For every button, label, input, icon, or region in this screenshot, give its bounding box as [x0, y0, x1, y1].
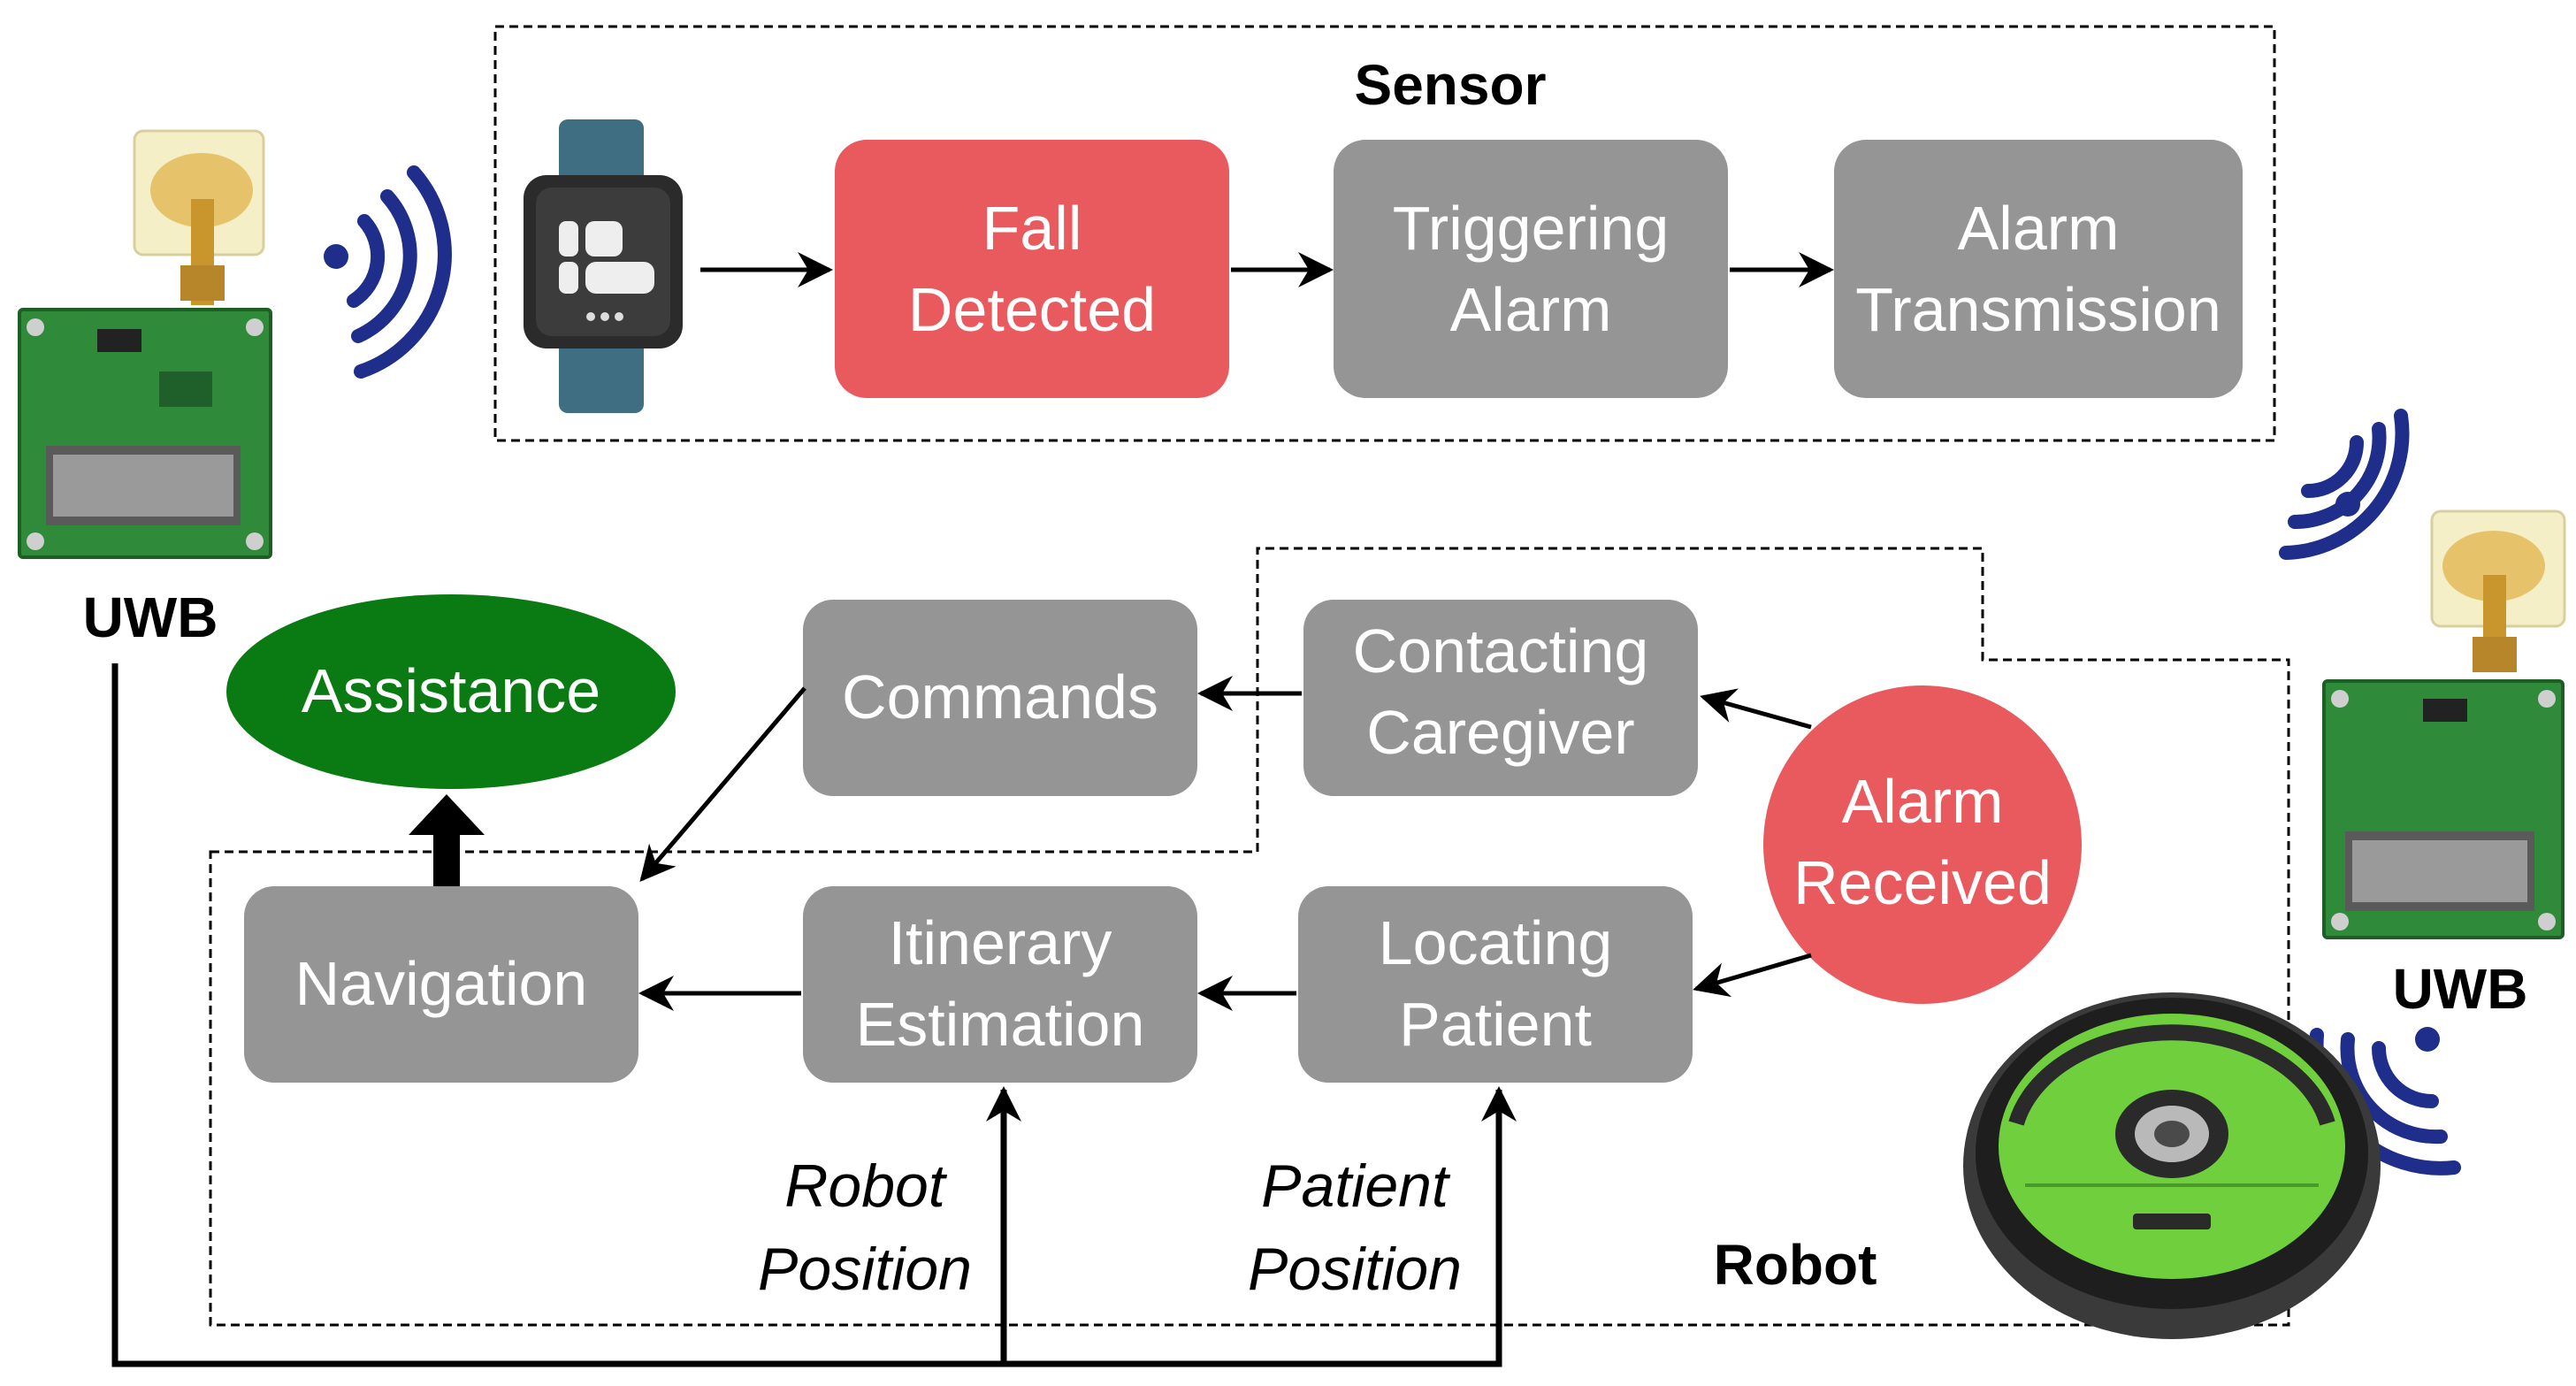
node-triggering-alarm: Triggering Alarm: [1334, 140, 1728, 398]
arrow-received-to-locating: [1693, 953, 1812, 998]
smartwatch-icon: [524, 119, 683, 413]
uwb-label-left: UWB: [83, 586, 218, 649]
node-alarm-received: Alarm Received: [1763, 685, 2082, 1004]
node-alarm-transmission-line2: Transmission: [1855, 275, 2221, 344]
node-itinerary-estimation: Itinerary Estimation: [803, 886, 1197, 1083]
node-locating-patient-line1: Locating: [1379, 908, 1613, 977]
node-assistance-label: Assistance: [302, 656, 600, 725]
thick-arrow-shaft: [433, 831, 460, 886]
node-commands: Commands: [803, 600, 1197, 796]
node-triggering-alarm-line2: Alarm: [1450, 275, 1612, 344]
node-itinerary-estimation-line1: Itinerary: [889, 908, 1112, 977]
annotation-robot-position-line1: Robot: [784, 1152, 948, 1220]
node-navigation: Navigation: [244, 886, 638, 1083]
node-assistance: Assistance: [226, 594, 676, 789]
node-contacting-caregiver-line2: Caregiver: [1366, 698, 1634, 767]
node-alarm-transmission: Alarm Transmission: [1834, 140, 2243, 398]
node-triggering-alarm-line1: Triggering: [1393, 194, 1670, 263]
node-fall-detected: Fall Detected: [835, 140, 1229, 398]
robot-group-box: [209, 547, 2290, 1327]
node-navigation-label: Navigation: [295, 949, 588, 1018]
arrow-commands-to-navigation: [639, 686, 806, 883]
uwb-board-right: [2322, 509, 2566, 939]
node-contacting-caregiver-line1: Contacting: [1353, 616, 1649, 685]
uwb-board-left: [18, 129, 272, 559]
annotation-robot-position-line2: Position: [758, 1236, 972, 1303]
node-itinerary-estimation-line2: Estimation: [856, 990, 1145, 1059]
node-alarm-transmission-line1: Alarm: [1958, 194, 2120, 263]
wifi-signal-icon: [324, 165, 452, 379]
node-alarm-received-line2: Received: [1793, 848, 2052, 917]
node-contacting-caregiver: Contacting Caregiver: [1303, 600, 1698, 796]
annotation-patient-position-line1: Patient: [1261, 1152, 1451, 1220]
node-locating-patient-line2: Patient: [1399, 990, 1592, 1059]
node-locating-patient: Locating Patient: [1298, 886, 1693, 1083]
uwb-label-right: UWB: [2393, 957, 2528, 1021]
arrow-received-to-caregiver: [1700, 688, 1812, 730]
node-commands-label: Commands: [842, 662, 1158, 731]
wifi-signal-icon: [2279, 409, 2410, 560]
sensor-group-title: Sensor: [1355, 53, 1547, 117]
thick-arrow-head: [409, 794, 485, 835]
robot-group-title: Robot: [1714, 1233, 1877, 1297]
uwb-position-line: [111, 663, 1517, 1367]
node-fall-detected-line2: Detected: [908, 275, 1156, 344]
robot-vacuum-icon: [1963, 992, 2381, 1339]
sensor-group-box: [493, 25, 2276, 442]
annotation-patient-position-line2: Position: [1248, 1236, 1462, 1303]
node-fall-detected-line1: Fall: [982, 194, 1082, 263]
node-alarm-received-line1: Alarm: [1842, 767, 2004, 836]
